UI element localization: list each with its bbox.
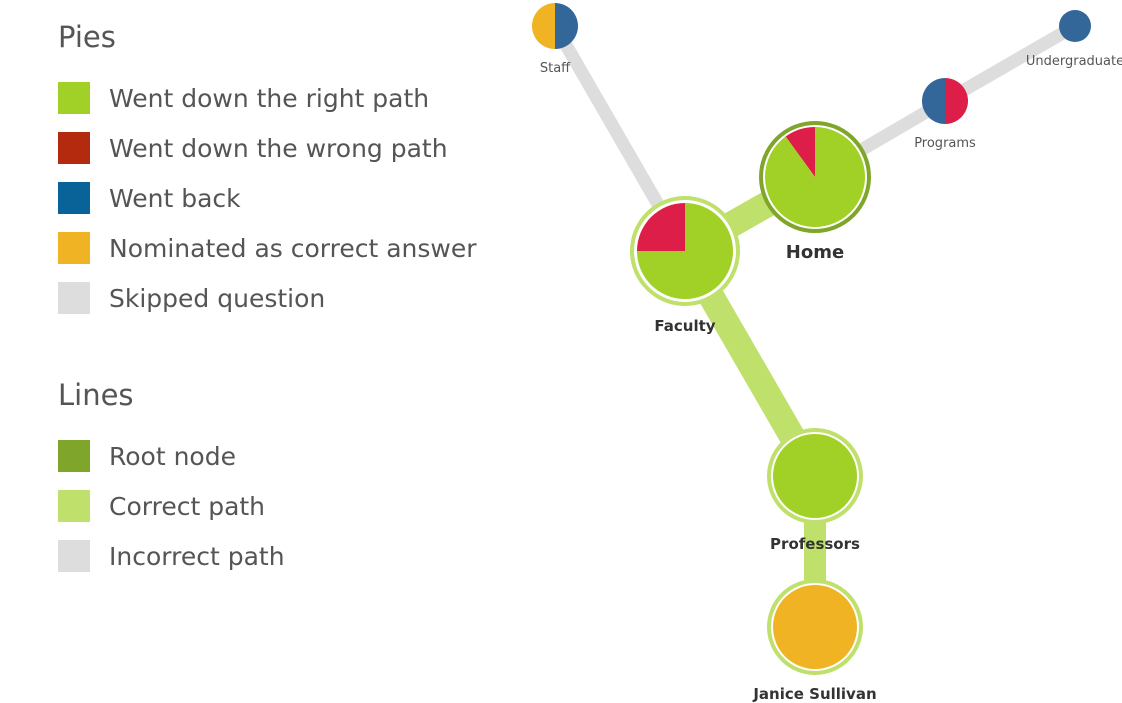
swatch-nominated: [58, 232, 90, 264]
node-label: Programs: [914, 136, 976, 151]
pie-slice-right: [765, 127, 866, 227]
pie-slice-wrong: [785, 127, 815, 177]
node-home[interactable]: Home: [759, 121, 871, 263]
swatch-right-path: [58, 82, 90, 114]
node-label: Professors: [770, 535, 860, 553]
node-faculty[interactable]: Faculty: [630, 196, 740, 335]
pie-slice-back: [555, 3, 578, 49]
node-label: Home: [786, 242, 844, 263]
swatch-went-back: [58, 182, 90, 214]
legend-item-went-back: Went back: [58, 182, 241, 214]
legend-item-correct-path: Correct path: [58, 490, 265, 522]
legend-pies-title: Pies: [58, 20, 116, 54]
link-programs-undergraduate: [941, 20, 1079, 107]
legend-item-right-path: Went down the right path: [58, 82, 429, 114]
swatch-wrong-path: [58, 132, 90, 164]
legend-label: Nominated as correct answer: [109, 233, 477, 263]
pie-slice-right: [637, 203, 733, 299]
legend-label: Went back: [109, 183, 241, 213]
legend-label: Root node: [109, 441, 236, 471]
legend-item-incorrect-path: Incorrect path: [58, 540, 285, 572]
pie-slice-wrong: [945, 78, 968, 124]
swatch-correct-path: [58, 490, 90, 522]
legend-item-root-node: Root node: [58, 440, 236, 472]
node-staff[interactable]: Staff: [532, 3, 578, 76]
legend-label: Incorrect path: [109, 541, 285, 571]
node-undergraduate[interactable]: Undergraduate: [1026, 10, 1122, 69]
node-janice[interactable]: Janice Sullivan: [752, 579, 877, 703]
legend-item-wrong-path: Went down the wrong path: [58, 132, 448, 164]
swatch-root-node: [58, 440, 90, 472]
legend-item-nominated: Nominated as correct answer: [58, 232, 477, 264]
pie-slice-wrong: [637, 203, 685, 251]
node-label: Staff: [540, 61, 571, 76]
pie-slice-right: [773, 434, 857, 518]
pie-slice-back: [1059, 10, 1091, 42]
legend-label: Skipped question: [109, 283, 326, 313]
node-label: Janice Sullivan: [752, 685, 876, 703]
node-professors[interactable]: Professors: [767, 428, 863, 553]
node-programs[interactable]: Programs: [914, 78, 976, 151]
legend-lines-title: Lines: [58, 378, 134, 412]
legend-item-skipped: Skipped question: [58, 282, 325, 314]
node-label: Faculty: [654, 317, 715, 335]
legend-label: Correct path: [109, 491, 266, 521]
pie-slice-back: [922, 78, 945, 124]
swatch-incorrect-path: [58, 540, 90, 572]
legend: Pies Went down the right path Went down …: [58, 0, 498, 703]
swatch-skipped: [58, 282, 90, 314]
node-label: Undergraduate: [1026, 54, 1122, 69]
pie-slice-nominated: [773, 585, 857, 669]
legend-label: Went down the right path: [109, 83, 430, 113]
pie-slice-nominated: [532, 3, 555, 49]
legend-label: Went down the wrong path: [109, 133, 448, 163]
